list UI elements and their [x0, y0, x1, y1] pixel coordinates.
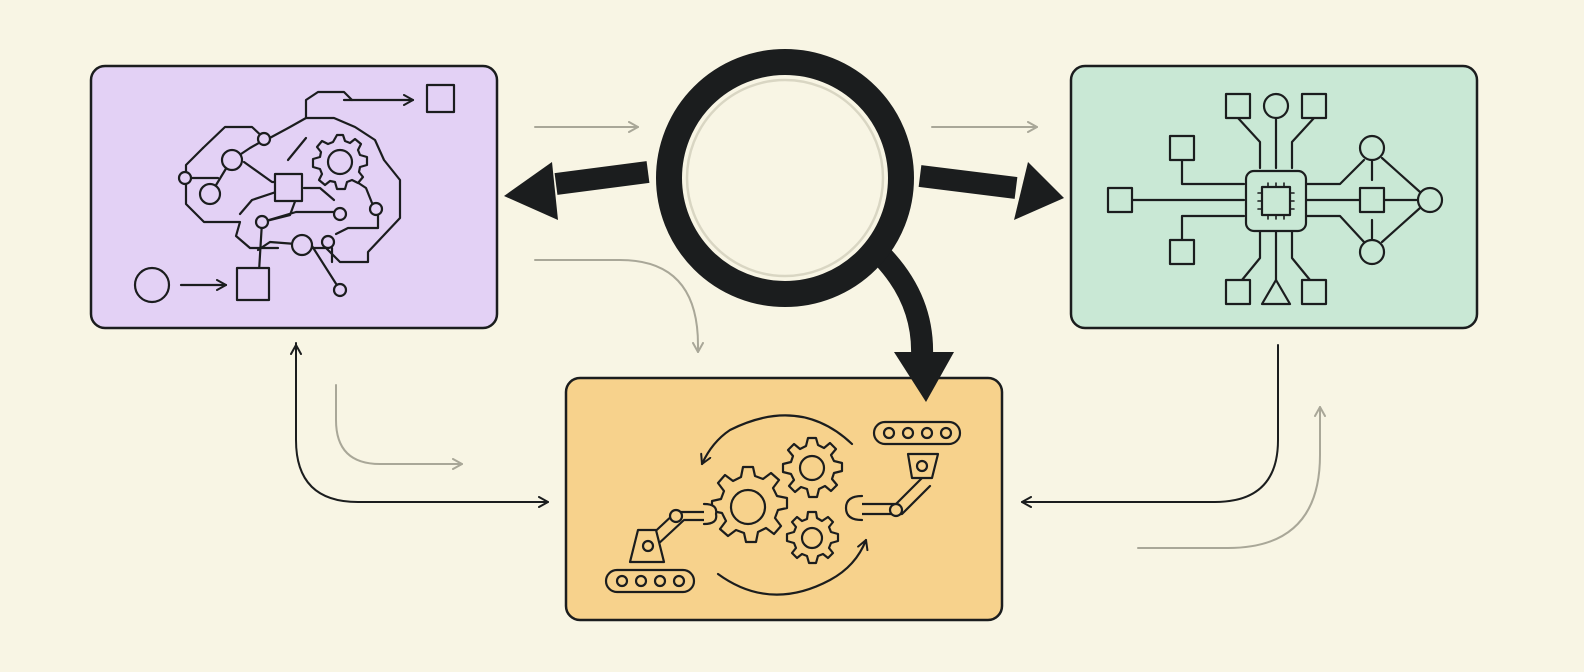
- central-hub-inner-ring: [685, 78, 885, 278]
- connector-network-to-automation: [1021, 344, 1279, 508]
- bold-arrow-to-network: [918, 165, 1018, 199]
- faint-arrow-curve-left: [335, 384, 463, 470]
- connector-brain-to-automation: [295, 342, 549, 508]
- chip-network-icon: [1106, 92, 1444, 306]
- input-node-icon: [133, 266, 171, 304]
- bold-arrows: [504, 161, 1064, 402]
- brain-circuit-icon: [133, 83, 456, 304]
- bold-arrow-to-automation: [873, 248, 934, 357]
- central-hub: [656, 49, 914, 307]
- faint-arrow-curve-right: [1137, 406, 1326, 549]
- bold-arrow-to-automation-head: [894, 352, 954, 402]
- faint-arrows: [335, 121, 1326, 549]
- bold-arrow-to-brain-head: [504, 162, 558, 220]
- bold-arrow-to-network-head: [1014, 162, 1064, 220]
- faint-arrow-curve-center: [534, 259, 704, 353]
- bold-arrow-to-brain: [554, 161, 650, 195]
- robot-arms-gears-icon: [604, 414, 962, 596]
